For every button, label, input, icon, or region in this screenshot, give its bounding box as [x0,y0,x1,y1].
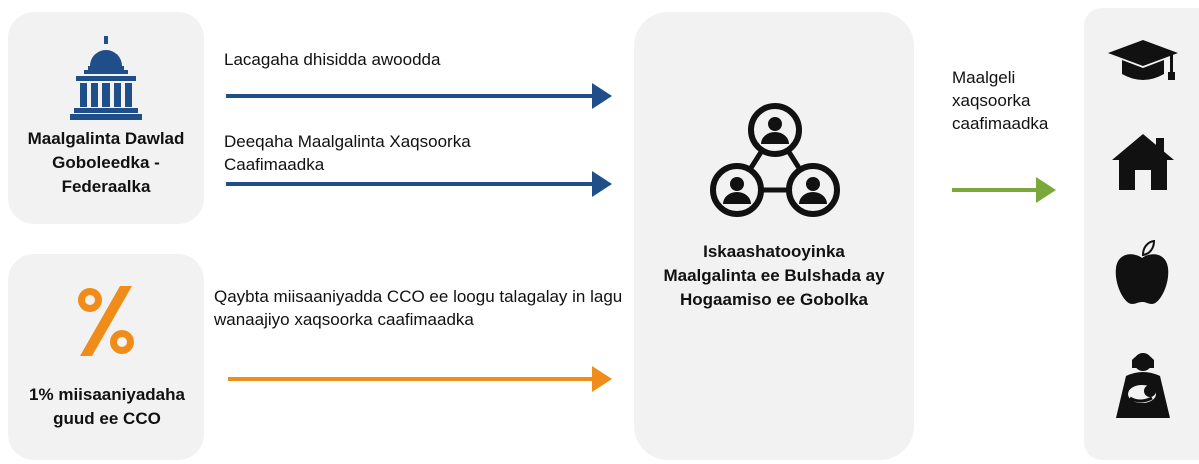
cco-funding-label: 1% miisaaniyadaha guud ee CCO [29,385,185,428]
collaborative-label: Iskaashatooyinka Maalgalinta ee Bulshada… [663,242,885,309]
federal-funding-label: Maalgalinta Dawlad Goboleedka - Federaal… [27,129,185,196]
capacity-funds-label: Lacagaha dhisidda awoodda [224,50,441,69]
apple-icon [1115,240,1169,304]
invest-equity-arrow [952,177,1056,203]
cco-budget-arrow [228,366,612,392]
cco-budget-share-label: Qaybta miisaaniyadda CCO ee loogu talaga… [214,287,623,329]
cco-funding-box [8,254,204,460]
collaborative-network-icon [710,103,840,217]
percent-icon [78,286,134,356]
equity-grants-label: Deeqaha Maalgalinta Xaqsoorka Caafimaadk… [224,132,471,174]
collaborative-box [634,12,914,460]
capacity-funds-arrow [226,83,612,109]
invest-equity-label: Maalgeli xaqsoorka caafimaadka [952,68,1049,133]
house-icon [1112,134,1174,190]
equity-grants-arrow [226,171,612,197]
capitol-building-icon [70,36,142,120]
mother-child-icon [1116,353,1170,418]
graduation-cap-icon [1108,40,1178,80]
